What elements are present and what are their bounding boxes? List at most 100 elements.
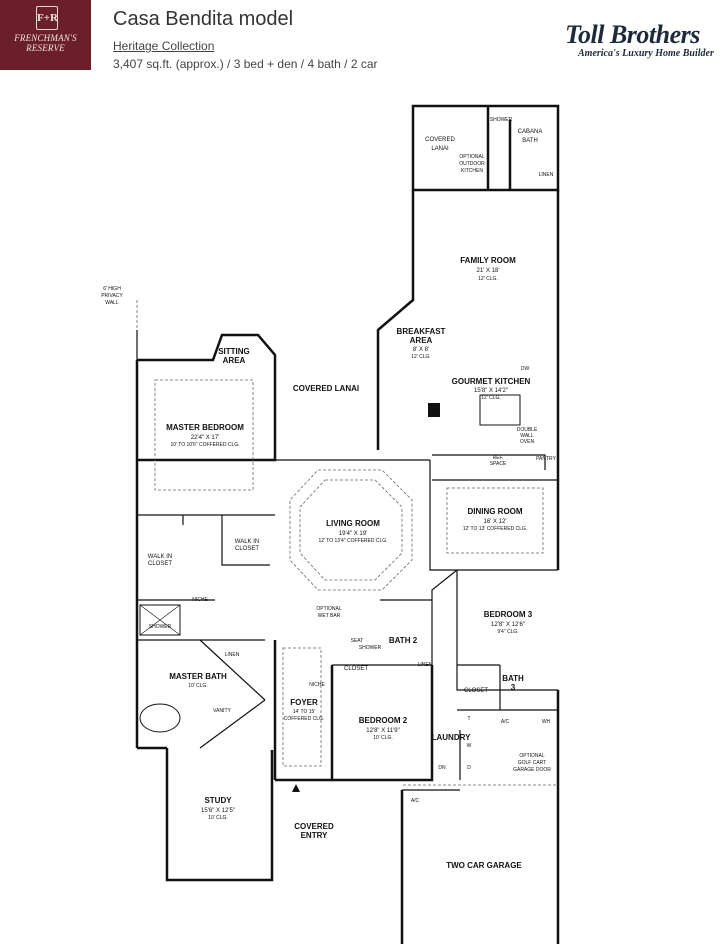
plan-fixtures	[139, 394, 521, 792]
bed2-closet-label: CLOSET	[344, 666, 368, 672]
study-label: STUDY	[204, 796, 232, 805]
brand-tagline: America's Luxury Home Builder	[578, 48, 714, 59]
logo-text-line1: FRENCHMAN'S	[14, 33, 77, 43]
privacy-wall-label-2: PRIVACY	[101, 293, 123, 299]
master-linen-label: LINEN	[225, 652, 240, 658]
gourmet-kitchen-dim: 15'8" X 14'2"	[474, 388, 508, 394]
master-bedroom-label: MASTER BEDROOM	[166, 423, 244, 432]
living-room-label: LIVING ROOM	[326, 519, 380, 528]
covered-entry-label-2: ENTRY	[301, 831, 328, 840]
cabana-bath-label-2: BATH	[522, 138, 538, 144]
golf-cart-label-3: GARAGE DOOR	[513, 767, 551, 773]
covered-entry-label-1: COVERED	[294, 822, 334, 831]
outdoor-kitchen-label-1: OPTIONAL	[459, 154, 485, 160]
golf-cart-label-1: OPTIONAL	[519, 753, 545, 759]
ac-garage-label: A/C	[411, 798, 420, 804]
living-room-dim: 19'4" X 19'	[339, 531, 367, 537]
dining-room-dim: 16' X 12'	[484, 519, 507, 525]
master-bath-clg: 10' CLG.	[188, 683, 208, 689]
bedroom3-clg: 9'4" CLG.	[497, 629, 518, 635]
interior-walls	[136, 330, 558, 791]
master-bedroom-dim: 22'4" X 17'	[191, 435, 219, 441]
ceiling-lines	[136, 300, 558, 786]
down-label: DN	[438, 765, 446, 771]
dryer-label: D	[467, 765, 471, 771]
bed3-closet-label: CLOSET	[464, 688, 488, 694]
logo-seal: F+R	[36, 6, 58, 30]
dishwasher-label: DW	[521, 366, 530, 372]
foyer-dim: 14' TO 15'	[293, 709, 316, 715]
cabana-shower-label: SHOWER	[490, 117, 513, 123]
study-clg: 10' CLG.	[208, 815, 228, 821]
bedroom2-label: BEDROOM 2	[359, 716, 408, 725]
ref-space-label-2: SPACE	[490, 461, 507, 467]
walk-in-closet-left-label-1: WALK IN	[148, 554, 172, 560]
living-room-clg: 12' TO 13'4" COFFERED CLG.	[318, 538, 387, 544]
foyer-label: FOYER	[290, 698, 318, 707]
bath3-label-2: 3	[511, 683, 516, 692]
walk-in-closet-right-label-2: CLOSET	[235, 546, 259, 552]
gourmet-kitchen-clg: 12' CLG.	[481, 395, 501, 401]
family-room-clg: 12' CLG.	[478, 276, 498, 282]
covered-lanai-top-label-2: LANAI	[431, 146, 449, 152]
walk-in-closet-left-label-2: CLOSET	[148, 561, 172, 567]
dining-room-clg: 12' TO 13' COFFERED CLG.	[463, 526, 528, 532]
family-room-dim: 21' X 18'	[477, 268, 500, 274]
double-wall-oven-label-1: DOUBLE	[517, 427, 538, 433]
ref-space-label-1: REF.	[493, 455, 504, 461]
covered-lanai-top-label-1: COVERED	[425, 137, 455, 143]
bath2-linen-label: LINEN	[418, 662, 433, 668]
model-specs: 3,407 sq.ft. (approx.) / 3 bed + den / 4…	[113, 57, 378, 71]
cabana-bath-label-1: CABANA	[518, 129, 543, 135]
outdoor-kitchen-label-2: OUTDOOR	[459, 161, 485, 167]
wet-bar-label-1: OPTIONAL	[316, 606, 342, 612]
linen-top-label: LINEN	[539, 172, 554, 178]
double-wall-oven-label-2: WALL	[520, 433, 534, 439]
vanity-label: VANITY	[213, 708, 231, 714]
ac-top-label: A/C	[501, 719, 510, 725]
double-wall-oven-label-3: OVEN	[520, 439, 535, 445]
breakfast-clg: 12' CLG.	[411, 354, 431, 360]
master-bath-label: MASTER BATH	[169, 672, 227, 681]
privacy-wall-label-1: 6' HIGH	[103, 286, 121, 292]
foyer-clg: COFFERED CLG.	[284, 716, 325, 722]
logo-text-line2: RESERVE	[26, 43, 65, 53]
collection-link[interactable]: Heritage Collection	[113, 39, 215, 53]
study-dim: 15'6" X 12'5"	[201, 808, 235, 814]
sitting-area-label-2: AREA	[223, 356, 246, 365]
model-title: Casa Bendita model	[113, 8, 294, 30]
master-shower-label: SHOWER	[149, 624, 172, 630]
niche-foyer-label: NICHE	[309, 682, 325, 688]
niche-left-label: NICHE	[192, 597, 208, 603]
community-logo: F+R FRENCHMAN'S RESERVE	[0, 0, 91, 70]
breakfast-label-1: BREAKFAST	[397, 327, 446, 336]
bedroom2-dim: 12'8" X 11'9"	[366, 728, 399, 734]
brand-logo: Toll Brothers	[565, 20, 700, 49]
washer-label: W	[467, 743, 472, 749]
logo-text: FRENCHMAN'S RESERVE	[3, 33, 88, 53]
thermostat-label: T	[467, 716, 470, 722]
golf-cart-label-2: GOLF CART	[518, 760, 547, 766]
sitting-area-label-1: SITTING	[218, 347, 250, 356]
outdoor-kitchen-label-3: KITCHEN	[461, 168, 483, 174]
bedroom2-clg: 10' CLG.	[373, 735, 393, 741]
bath2-label: BATH 2	[389, 636, 418, 645]
bath2-shower-label: SHOWER	[359, 645, 382, 651]
water-heater-label: WH	[542, 719, 551, 725]
family-room-label: FAMILY ROOM	[460, 256, 516, 265]
walk-in-closet-right-label-1: WALK IN	[235, 539, 259, 545]
bath3-label-1: BATH	[502, 674, 524, 683]
pantry-label: PANTRY	[536, 456, 556, 462]
seat-label: SEAT	[351, 638, 364, 644]
covered-lanai-mid-label: COVERED LANAI	[293, 384, 359, 393]
wet-bar-label-2: WET BAR	[318, 613, 341, 619]
breakfast-dim: 8' X 8'	[413, 347, 429, 353]
gourmet-kitchen-label: GOURMET KITCHEN	[452, 377, 531, 386]
breakfast-label-2: AREA	[410, 336, 433, 345]
master-bedroom-clg: 10' TO 10'6" COFFERED CLG.	[170, 442, 239, 448]
dining-room-label: DINING ROOM	[467, 507, 522, 516]
two-car-garage-label: TWO CAR GARAGE	[446, 861, 522, 870]
bedroom3-label: BEDROOM 3	[484, 610, 533, 619]
privacy-wall-label-3: WALL	[105, 300, 119, 306]
